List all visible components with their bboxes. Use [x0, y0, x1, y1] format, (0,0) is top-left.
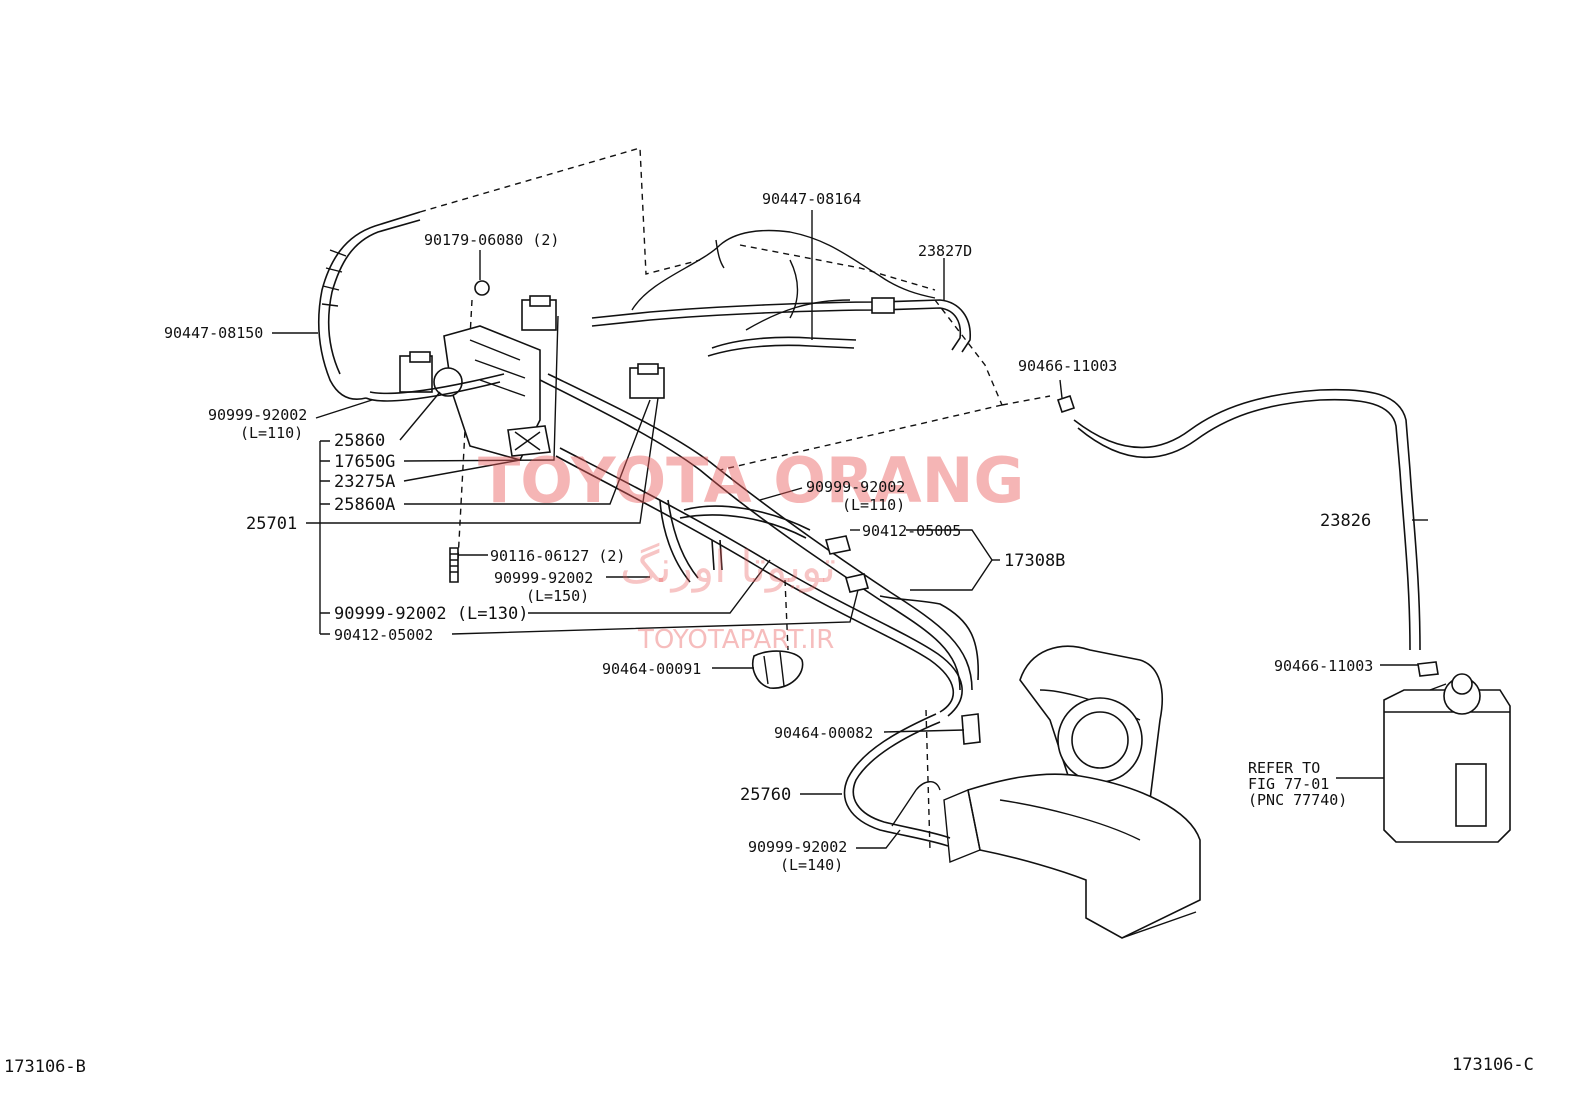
label-90116-06127: 90116-06127 (2) [490, 547, 625, 565]
label-23826: 23826 [1320, 511, 1371, 531]
throttle-body [943, 645, 1201, 939]
charcoal-canister [1383, 673, 1511, 843]
vsv-bracket-assembly [399, 280, 665, 583]
watermark-main: TOYOTA ORANG [478, 444, 1024, 517]
label-90447-08164: 90447-08164 [762, 190, 861, 208]
fittings [752, 394, 1439, 745]
label-17650G: 17650G [334, 452, 395, 472]
label-23275A: 23275A [334, 472, 395, 492]
hose-23826 [1073, 388, 1421, 651]
reference-dashed-lines [419, 147, 1051, 851]
hose-90447-08150 [317, 211, 421, 400]
label-90999-92002-b: 90999-92002 [806, 478, 905, 496]
label-refer-line-2: FIG 77-01 [1248, 775, 1329, 793]
figure-id-left: 173106-B [4, 1057, 86, 1077]
label-90412-05005: 90412-05005 [862, 522, 961, 540]
label-25860A: 25860A [334, 495, 395, 515]
watermark-arabic: تويوتا اورنگ [620, 542, 836, 593]
label-25760: 25760 [740, 785, 791, 805]
figure-id-right: 173106-C [1452, 1055, 1534, 1075]
label-90464-00091: 90464-00091 [602, 660, 701, 678]
label-90466-11003-bottom: 90466-11003 [1274, 657, 1373, 675]
label-25860: 25860 [334, 431, 385, 451]
leader-lines [272, 210, 1428, 849]
hose-bundle [365, 373, 980, 847]
label-17308B: 17308B [1004, 551, 1065, 571]
label-90999-92002-c: 90999-92002 [494, 569, 593, 587]
label-90999-92002-c-length: (L=150) [526, 587, 589, 605]
watermark: TOYOTA ORANG تويوتا اورنگ TOYOTAPART.IR [478, 444, 1024, 655]
label-90999-92002-a: 90999-92002 [208, 406, 307, 424]
label-90464-00082: 90464-00082 [774, 724, 873, 742]
hose-90447-08164 [591, 297, 971, 357]
label-refer-line-1: REFER TO [1248, 759, 1320, 777]
label-90466-11003-top: 90466-11003 [1018, 357, 1117, 375]
intake-manifold [631, 229, 936, 331]
label-90447-08150: 90447-08150 [164, 324, 263, 342]
label-90999-92002-e-length: (L=140) [780, 856, 843, 874]
label-90179-06080: 90179-06080 (2) [424, 231, 559, 249]
part-labels: 90447-08164 23827D 90179-06080 (2) 90447… [4, 190, 1534, 1077]
label-23827D: 23827D [918, 242, 972, 260]
watermark-site: TOYOTAPART.IR [637, 625, 834, 655]
label-90999-92002-d: 90999-92002 (L=130) [334, 604, 528, 624]
label-refer-line-3: (PNC 77740) [1248, 791, 1347, 809]
label-90999-92002-e: 90999-92002 [748, 838, 847, 856]
label-90999-92002-b-length: (L=110) [842, 496, 905, 514]
label-90412-05002: 90412-05002 [334, 626, 433, 644]
label-90999-92002-a-length: (L=110) [240, 424, 303, 442]
label-25701: 25701 [246, 514, 297, 534]
